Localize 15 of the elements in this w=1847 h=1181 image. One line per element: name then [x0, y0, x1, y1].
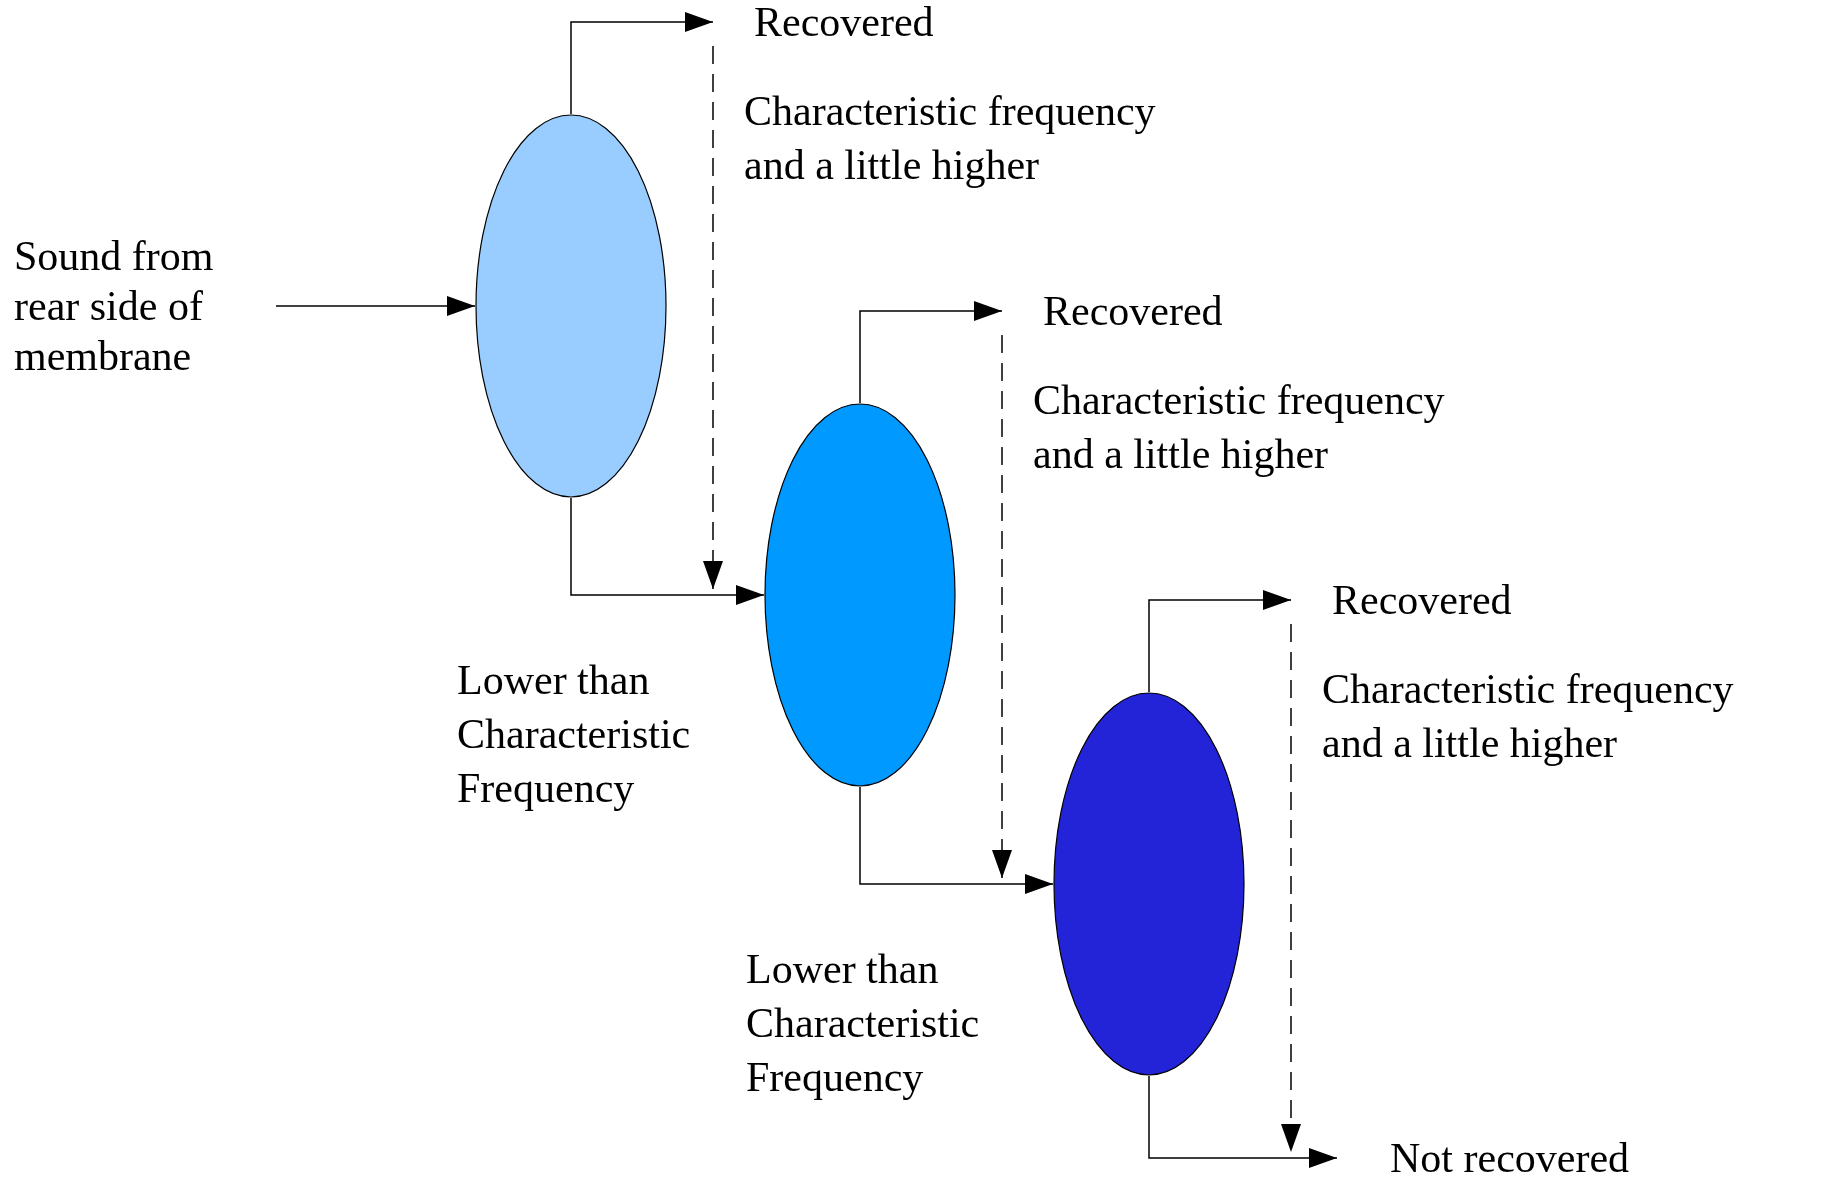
arrow	[275, 296, 476, 316]
dashed-arrow	[703, 45, 723, 590]
text-label: Recovered	[713, 2, 1013, 42]
text-label: Not recovered	[1337, 1138, 1667, 1178]
arrow	[570, 12, 714, 115]
text-label: Recovered	[1002, 291, 1302, 331]
dashed-arrow	[992, 334, 1012, 879]
text-label: Sound from rear side of membrane	[14, 231, 276, 381]
arrow	[570, 497, 765, 605]
arrow	[1148, 1075, 1338, 1168]
arrow	[859, 301, 1003, 404]
text-label: Recovered	[1291, 580, 1591, 620]
arrow	[859, 786, 1054, 894]
arrow	[1148, 590, 1292, 693]
dashed-arrow	[1281, 623, 1301, 1153]
